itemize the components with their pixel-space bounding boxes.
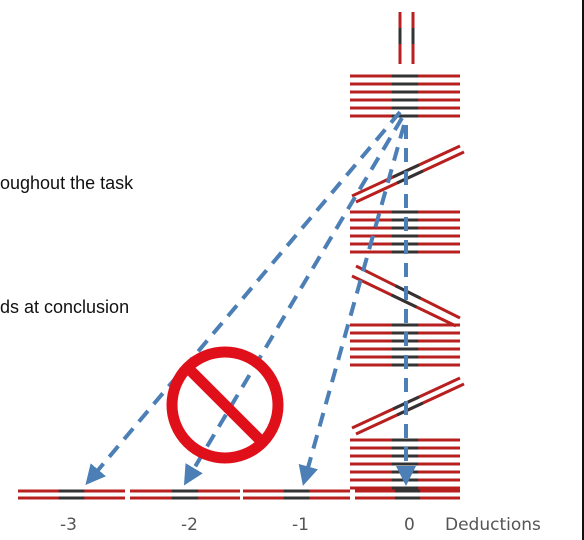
tick-label-minus-3: -3 [60, 515, 77, 535]
tick-label-minus-1: -1 [292, 515, 309, 535]
tick-label-zero: 0 [404, 515, 415, 535]
no-symbol-icon [166, 346, 284, 464]
deductions-label: Deductions [445, 515, 541, 535]
stick-pair-vertical [398, 12, 415, 64]
bottom-stick-row [18, 489, 460, 500]
right-border-line [582, 0, 584, 540]
text-fragment-throughout: oughout the task [0, 173, 134, 193]
diagonal-stick [396, 401, 424, 417]
diagonal-stick [396, 169, 424, 185]
arrow-to-minus-1 [298, 124, 406, 486]
text-fragment-conclusion: ds at conclusion [0, 297, 130, 317]
tick-label-minus-2: -2 [181, 515, 198, 535]
arrow-to-minus-2 [183, 116, 404, 486]
arrow-to-minus-3 [85, 110, 402, 486]
dashed-arrows [85, 110, 416, 486]
diagonal-stick [390, 293, 418, 309]
